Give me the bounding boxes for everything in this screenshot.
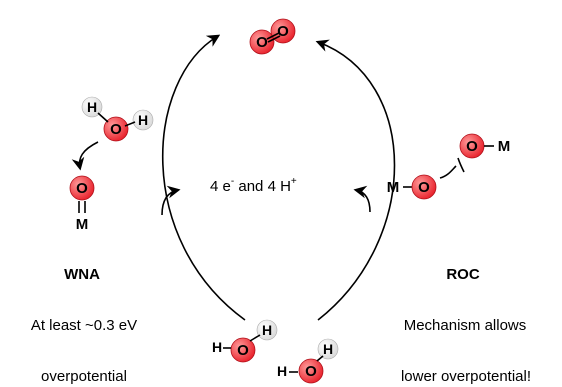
wna-line-2: overpotential: [41, 368, 127, 385]
hydrogen-atom: [317, 338, 339, 360]
oxygen-atom: [103, 116, 129, 142]
oxygen-label: O: [256, 34, 268, 51]
hydrogen-label: H: [262, 322, 272, 338]
radical-coupling-half-arrow: [439, 165, 457, 179]
roc-line-2: lower overpotential!: [401, 368, 531, 385]
metal-oxo-coupling: M O O M: [387, 133, 511, 200]
water-molecule-left: H H O: [81, 96, 154, 142]
nucleophilic-attack-arrow: [71, 141, 99, 171]
hydrogen-label: H: [323, 341, 333, 357]
hydrogen-atom: [132, 109, 154, 131]
oxygen-label: O: [76, 180, 88, 197]
hydrogen-atom: [81, 96, 103, 118]
metal-label: M: [498, 138, 511, 155]
right-small-arrow: [353, 185, 371, 213]
wna-line-1: At least ~0.3 eV: [31, 317, 137, 334]
oxygen-label: O: [277, 23, 289, 40]
hydrogen-atom: [256, 319, 278, 341]
water-molecule-bottom-2: H H O: [277, 338, 339, 384]
metal-label: M: [76, 216, 89, 233]
right-cycle-arrow: [315, 39, 396, 321]
left-small-arrow: [161, 185, 181, 216]
roc-title: ROC: [446, 266, 480, 283]
oxygen-label: O: [305, 363, 317, 380]
radical-coupling-half-arrow: [457, 157, 465, 173]
hydrogen-label: H: [212, 339, 222, 355]
oxygen-label: O: [110, 121, 122, 138]
hydrogen-label: H: [87, 99, 97, 115]
wna-title: WNA: [64, 266, 100, 283]
svg-text:4 e- and 4 H+: 4 e- and 4 H+: [210, 176, 297, 195]
hydrogen-label: H: [138, 112, 148, 128]
oxygen-atom: [69, 175, 95, 201]
oxygen-atom: [411, 174, 437, 200]
o2-molecule: O O: [249, 18, 296, 55]
hydrogen-label: H: [277, 363, 287, 379]
roc-line-1: Mechanism allows: [404, 317, 527, 334]
oxygen-label: O: [418, 179, 430, 196]
oxygen-label: O: [466, 138, 478, 155]
left-cycle-arrow: [162, 34, 246, 321]
oxygen-atom: [230, 337, 256, 363]
oxygen-atom: [298, 358, 324, 384]
oxygen-label: O: [237, 342, 249, 359]
metal-label: M: [387, 179, 400, 196]
oxygen-atom: [249, 29, 275, 55]
metal-oxo-left: O M: [69, 175, 95, 233]
electron-proton-label: 4 e- and 4 H+: [210, 176, 297, 195]
water-molecule-bottom-1: H H O: [212, 319, 278, 363]
